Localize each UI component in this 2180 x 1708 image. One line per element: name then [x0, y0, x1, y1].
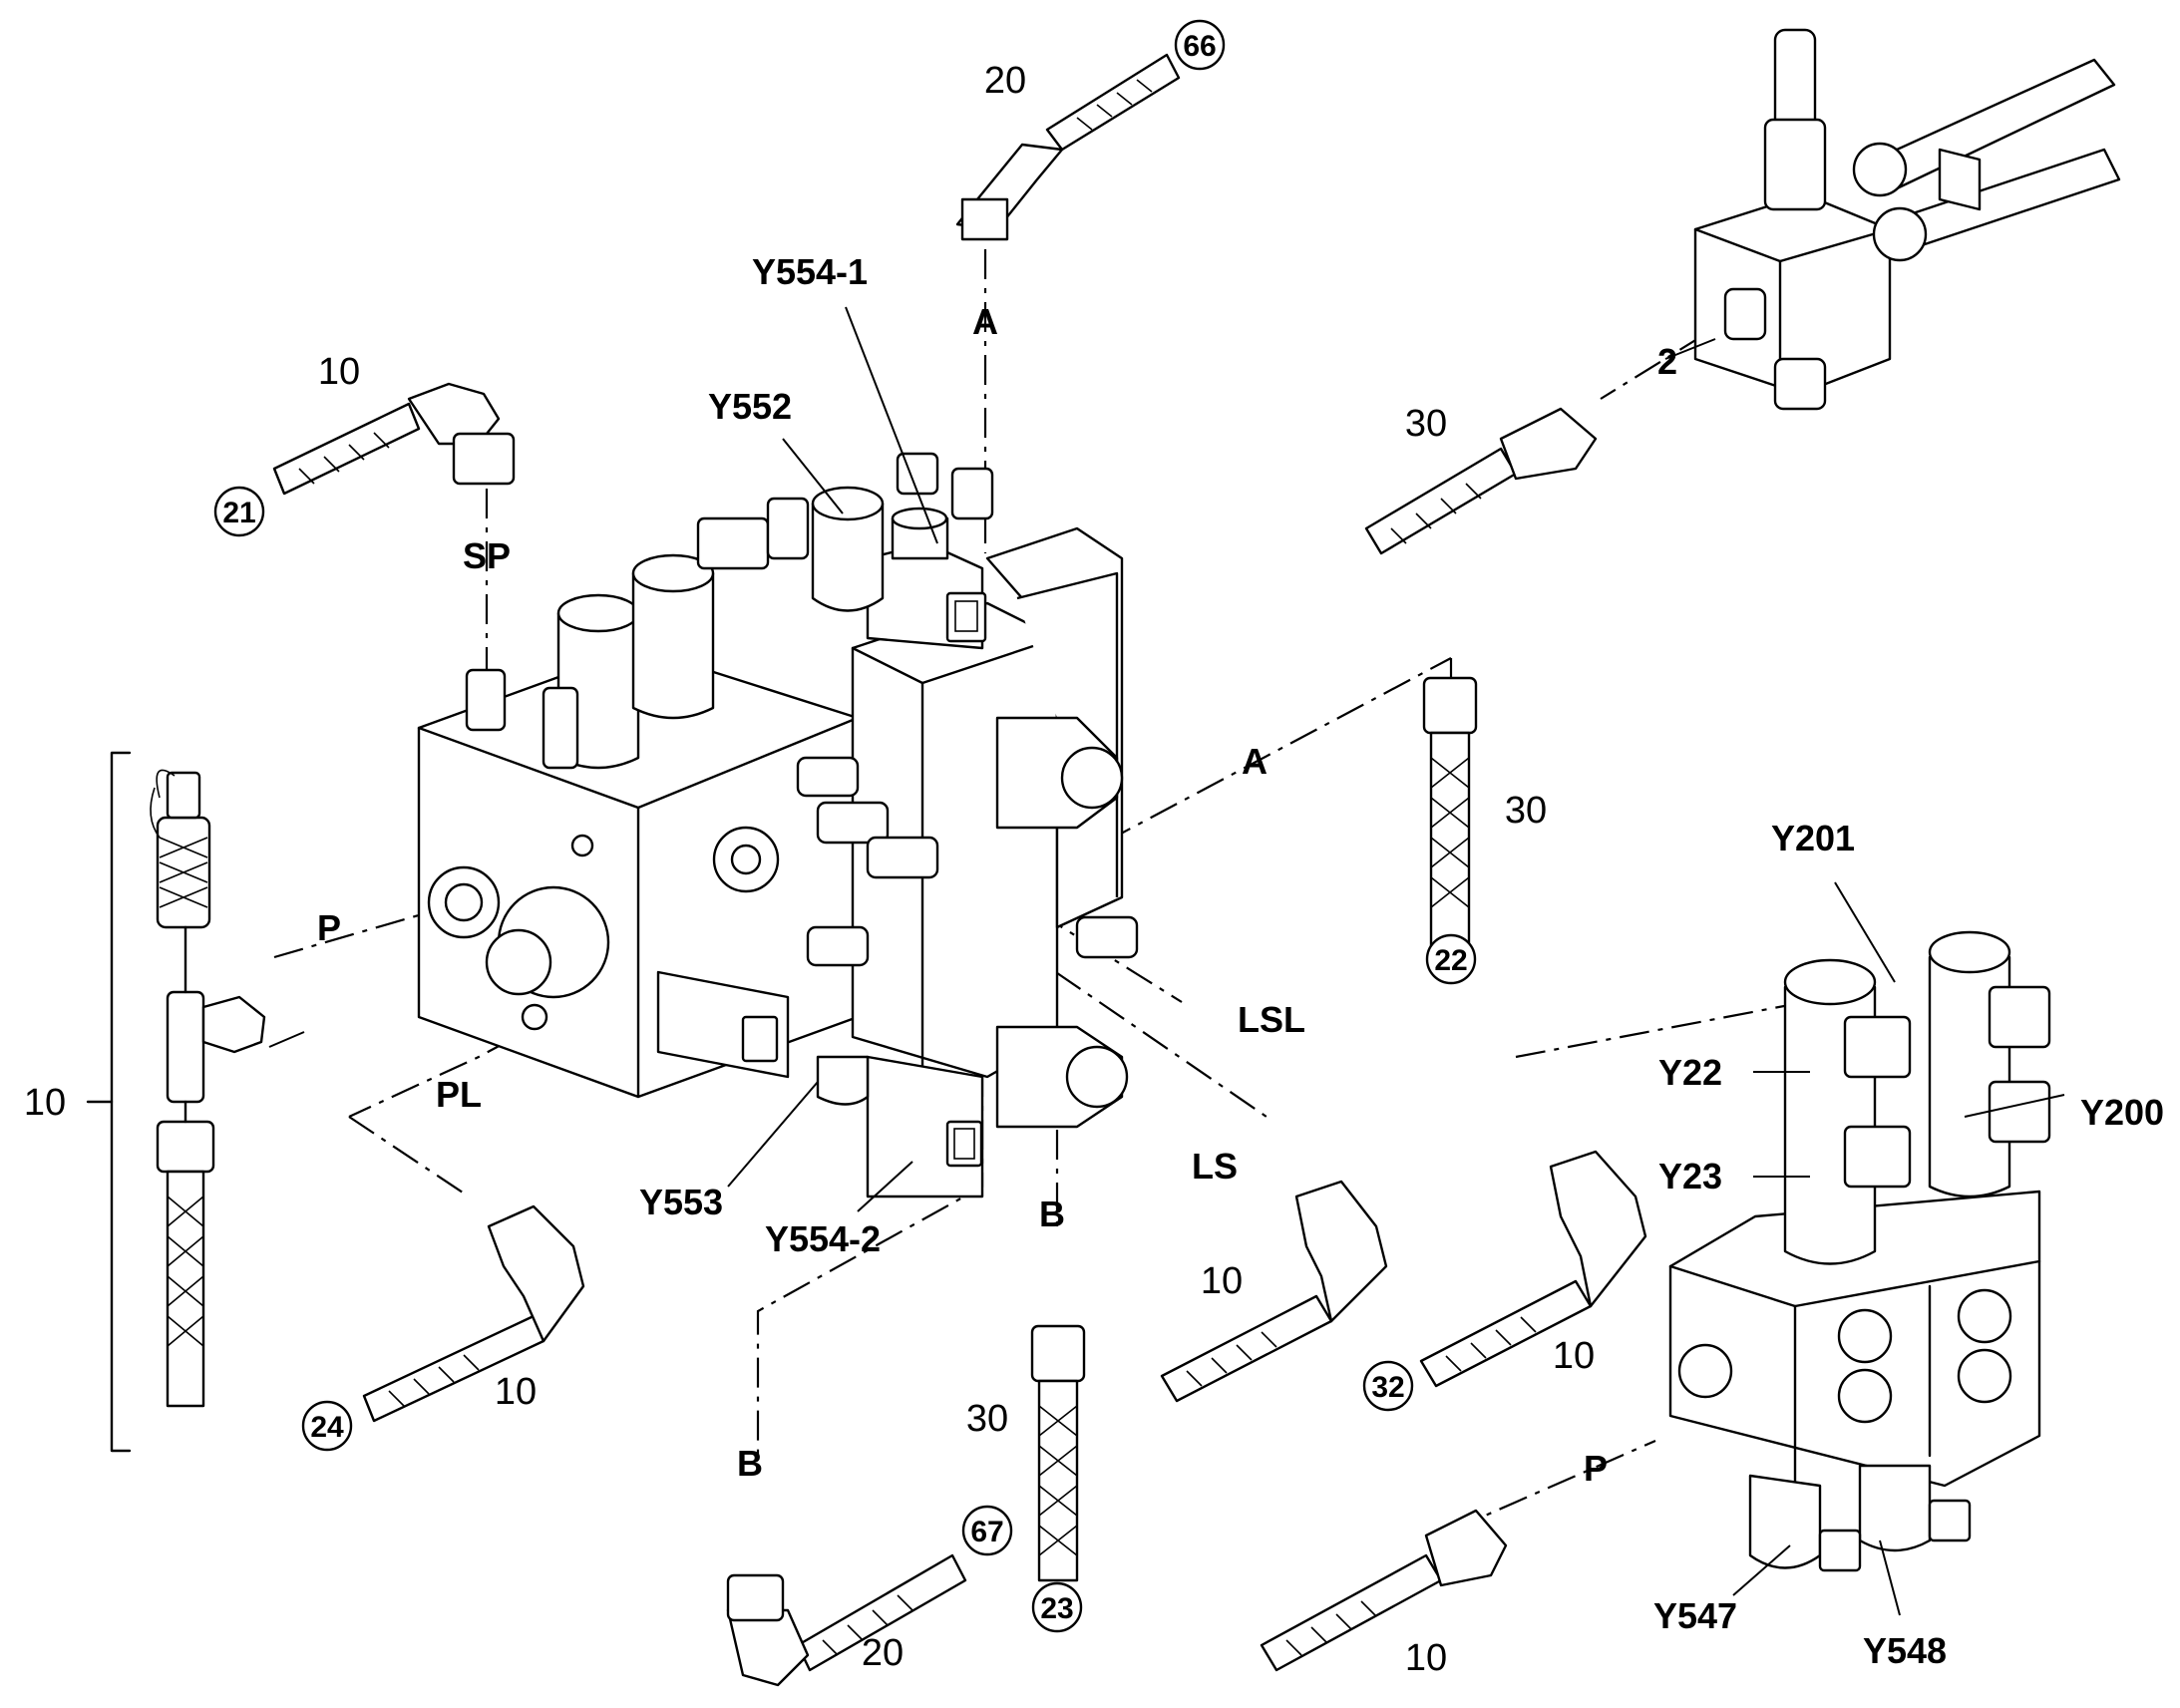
quantity-label: 30 — [966, 1398, 1008, 1440]
quantity-label: 10 — [1553, 1335, 1595, 1377]
bottom-right-valve — [1668, 930, 2051, 1572]
port-label-B-center: B — [1039, 1194, 1065, 1234]
top-right-valve — [1693, 28, 2121, 411]
component-label-Y548: Y548 — [1863, 1630, 1947, 1671]
port-label-PL: PL — [436, 1074, 482, 1115]
port-label-A-top: A — [972, 301, 998, 342]
port-label-B-bottom: B — [737, 1443, 763, 1484]
quantity-label: 30 — [1405, 403, 1447, 445]
quantity-label: 10 — [1405, 1637, 1447, 1679]
port-label-A-right: A — [1242, 741, 1268, 782]
component-label-Y22: Y22 — [1658, 1052, 1722, 1093]
hoses — [272, 53, 1647, 1687]
component-label-Y553: Y553 — [639, 1182, 723, 1222]
ref-circle-22: 22 — [1425, 933, 1477, 985]
ref-circle-67: 67 — [961, 1505, 1013, 1556]
port-label-LSL: LSL — [1238, 999, 1305, 1040]
component-label-Y200: Y200 — [2080, 1092, 2164, 1133]
quantity-label: 30 — [1505, 790, 1547, 832]
leader-lines — [268, 306, 2065, 1616]
diagram-labels: A SP P PL B LS LSL A B P 2 Y554-1 Y552 Y… — [24, 19, 2164, 1679]
main-valve-block — [417, 452, 1139, 1198]
quantity-label: 20 — [984, 60, 1026, 102]
svg-text:22: 22 — [1434, 944, 1467, 977]
ref-circle-23: 23 — [1031, 1581, 1083, 1633]
quantity-label: 10 — [318, 351, 360, 393]
port-label-LS: LS — [1192, 1146, 1238, 1187]
component-label-Y547: Y547 — [1653, 1595, 1737, 1636]
component-label-Y23: Y23 — [1658, 1156, 1722, 1196]
component-label-Y201: Y201 — [1771, 818, 1855, 858]
quantity-label: 10 — [495, 1371, 537, 1413]
component-label-Y554-2: Y554-2 — [765, 1218, 881, 1259]
quantity-label: 10 — [24, 1082, 66, 1124]
svg-text:21: 21 — [222, 497, 255, 529]
test-coupling-assembly — [86, 751, 266, 1453]
svg-text:32: 32 — [1371, 1371, 1404, 1404]
port-label-P-left: P — [317, 907, 341, 948]
port-label-2: 2 — [1657, 341, 1677, 382]
svg-text:23: 23 — [1040, 1592, 1073, 1625]
component-label-Y552: Y552 — [708, 386, 792, 427]
svg-text:66: 66 — [1183, 30, 1216, 63]
ref-circle-66: 66 — [1174, 19, 1226, 71]
quantity-label: 20 — [862, 1632, 904, 1674]
port-label-P-right: P — [1584, 1448, 1608, 1489]
ref-circle-32: 32 — [1362, 1360, 1414, 1412]
ref-circle-21: 21 — [213, 486, 265, 537]
ref-circle-24: 24 — [301, 1400, 353, 1452]
svg-text:67: 67 — [970, 1516, 1003, 1548]
quantity-label: 10 — [1201, 1260, 1243, 1302]
port-label-SP: SP — [463, 535, 511, 576]
svg-text:24: 24 — [310, 1411, 344, 1444]
component-label-Y554-1: Y554-1 — [752, 251, 868, 292]
